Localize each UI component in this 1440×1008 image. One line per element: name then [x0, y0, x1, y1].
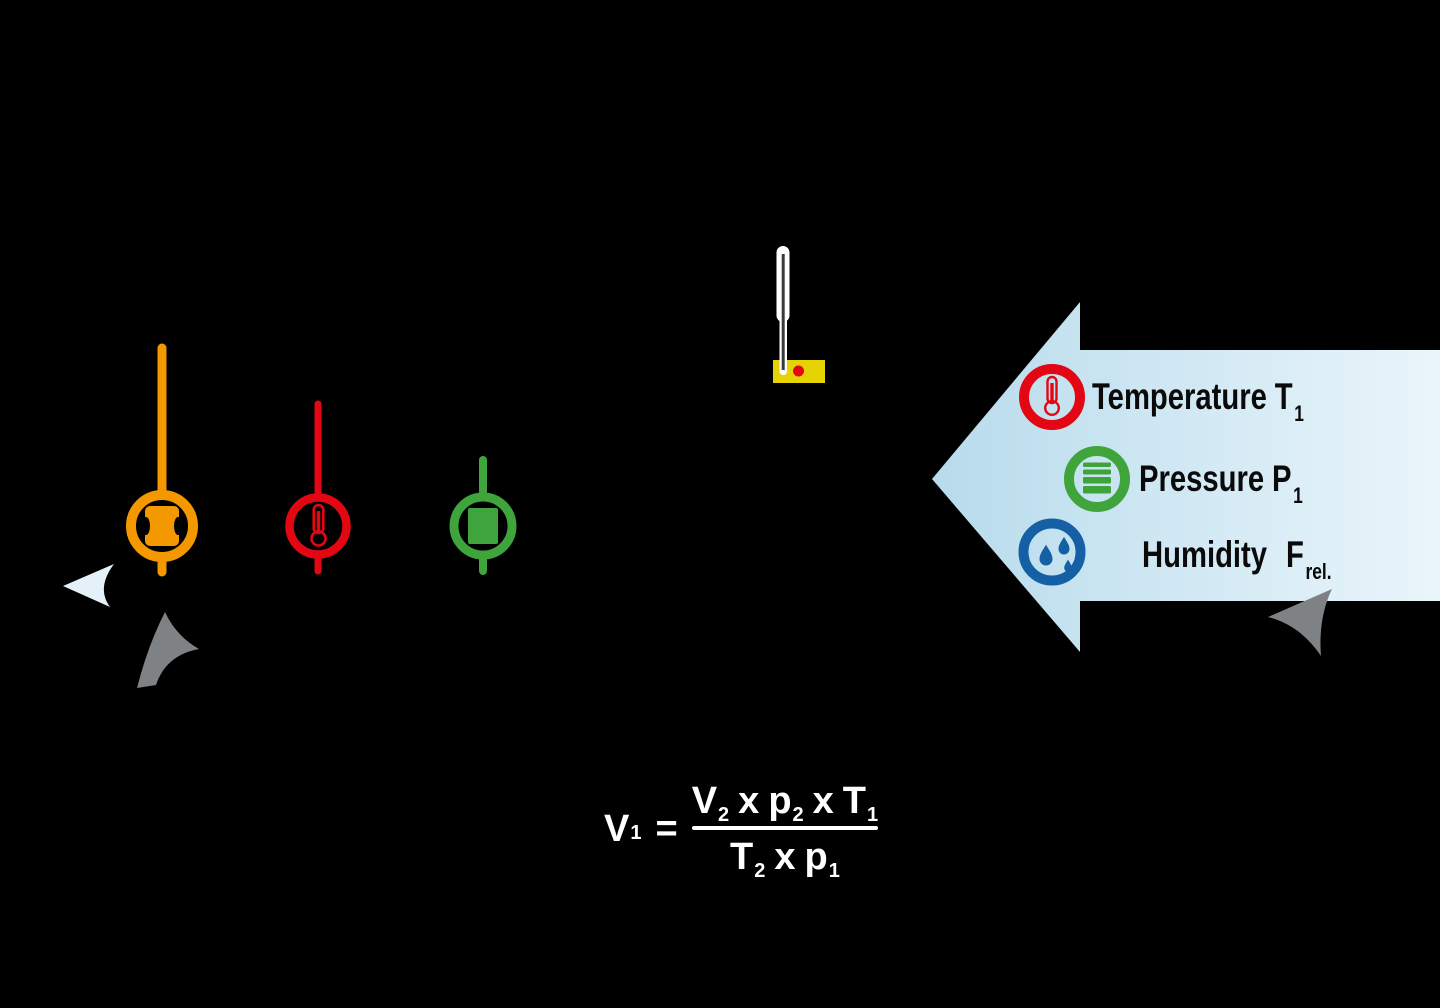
thermometer-icon — [310, 503, 327, 547]
humidity-icon — [1018, 518, 1086, 586]
sensor-notch — [142, 517, 150, 535]
flow-sensor-orange — [126, 343, 198, 577]
sensor-notch — [174, 517, 182, 535]
fraction-bar — [691, 826, 879, 830]
sensor-ring — [449, 492, 517, 560]
temperature-sensor-red — [285, 400, 351, 575]
probe-indicator-dot — [793, 365, 804, 377]
sensor-core — [468, 508, 498, 544]
airflow-arrowhead-right-icon — [1268, 589, 1332, 656]
airflow-arrowhead-bottom-icon — [137, 612, 199, 688]
pressure-icon — [1064, 446, 1130, 512]
inlet-air-arrow — [932, 302, 1440, 652]
thermometer-icon — [1019, 364, 1085, 430]
sensor-ring — [126, 490, 198, 562]
sensor-ring — [285, 493, 351, 559]
pressure-sensor-green — [449, 456, 517, 575]
airflow-arrowhead-left-icon — [63, 564, 114, 607]
probe-thermometer — [773, 246, 825, 383]
sensor-core — [145, 506, 179, 546]
formula-equals: = — [655, 807, 678, 850]
